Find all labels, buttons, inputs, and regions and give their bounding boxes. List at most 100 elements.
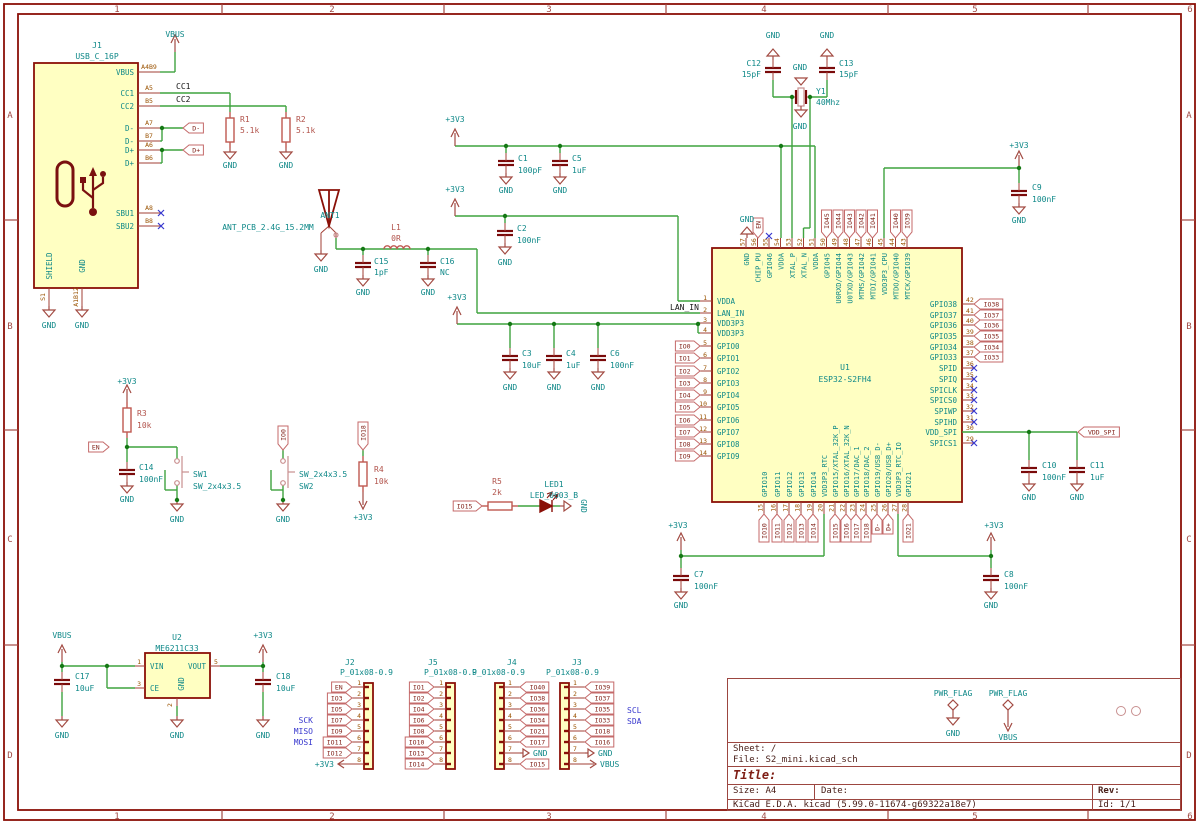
label-gpio21[interactable]: GPIO21 (905, 472, 913, 497)
label-cc2[interactable]: CC2 (120, 102, 134, 111)
component-Y1[interactable] (793, 77, 809, 118)
net-flag-IO34[interactable]: IO34 (973, 341, 1004, 353)
component-U2[interactable] (144, 652, 211, 699)
label-esp32-s2fh4[interactable]: ESP32-S2FH4 (819, 375, 872, 384)
net-flag-IO10[interactable]: IO10 (404, 736, 435, 748)
component-C2[interactable] (497, 223, 513, 243)
net-flag-IO16[interactable]: IO16 (840, 513, 852, 543)
label-gpio6[interactable]: GPIO6 (717, 416, 740, 425)
label-gpio33[interactable]: GPIO33 (930, 353, 957, 362)
net-flag-IO0[interactable]: IO0 (674, 340, 701, 352)
label-sbu2[interactable]: SBU2 (116, 222, 134, 231)
net-flag-IO43[interactable]: IO43 (844, 209, 855, 239)
label-+3v3[interactable]: +3V3 (353, 513, 372, 522)
label-+3v3[interactable]: +3V3 (447, 293, 466, 302)
label-spid[interactable]: SPID (939, 364, 958, 373)
label-gnd[interactable]: GND (170, 731, 185, 740)
net-flag-IO42[interactable]: IO42 (855, 209, 867, 239)
label-+3v3[interactable]: +3V3 (315, 760, 334, 769)
net-flag-IO15[interactable]: IO15 (452, 500, 483, 512)
pwr-flag-symbol[interactable] (1002, 699, 1014, 714)
label-gnd[interactable]: GND (547, 383, 562, 392)
label-c12[interactable]: C12 (747, 59, 762, 68)
label-vdd3p3-rtc[interactable]: VDD3P3_RTC (821, 455, 829, 497)
label-gpio3[interactable]: GPIO3 (717, 379, 740, 388)
label-gpio5[interactable]: GPIO5 (717, 403, 740, 412)
component-C13[interactable] (819, 60, 835, 80)
label-gpio10[interactable]: GPIO10 (761, 472, 769, 497)
component-R2[interactable] (281, 112, 291, 148)
component-C10[interactable] (1021, 460, 1037, 480)
label-led-0603-b[interactable]: LED_0603_B (530, 491, 578, 500)
label-j4[interactable]: J4 (507, 658, 517, 667)
label-c2[interactable]: C2 (517, 224, 527, 233)
label-gnd[interactable]: GND (1012, 216, 1027, 225)
label-vdd3p3-rtc-io[interactable]: VDD3P3_RTC_IO (895, 442, 903, 497)
label-vdda[interactable]: VDDA (778, 252, 786, 270)
net-flag-IO15[interactable]: IO15 (519, 758, 550, 770)
label-c18[interactable]: C18 (276, 672, 291, 681)
label-gnd[interactable]: GND (421, 288, 436, 297)
label-1pf[interactable]: 1pF (374, 268, 389, 277)
component-C5[interactable] (552, 153, 568, 173)
label-gpio2[interactable]: GPIO2 (717, 367, 740, 376)
label-+3v3[interactable]: +3V3 (253, 631, 272, 640)
label-gpio12[interactable]: GPIO12 (786, 472, 794, 497)
net-flag-IO4[interactable]: IO4 (674, 389, 701, 401)
label-lan-in[interactable]: LAN_IN (717, 309, 744, 318)
label-sw2[interactable]: SW2 (299, 482, 314, 491)
label-100nf[interactable]: 100nF (610, 361, 634, 370)
label-scl[interactable]: SCL (627, 706, 642, 715)
label-d-[interactable]: D- (125, 124, 134, 133)
label-sck[interactable]: SCK (299, 716, 314, 725)
component-J5[interactable] (445, 682, 456, 770)
net-flag-D-[interactable]: D- (182, 122, 204, 134)
label-100nf[interactable]: 100nF (1004, 582, 1028, 591)
label-u2[interactable]: U2 (172, 633, 182, 642)
label-gnd[interactable]: GND (1022, 493, 1037, 502)
label-gpio11[interactable]: GPIO11 (774, 472, 782, 497)
label-gnd[interactable]: GND (743, 253, 751, 266)
label-gpio7[interactable]: GPIO7 (717, 428, 740, 437)
component-C15[interactable] (355, 255, 371, 275)
net-flag-IO9[interactable]: IO9 (674, 450, 701, 462)
component-C17[interactable] (54, 672, 70, 692)
label-c13[interactable]: C13 (839, 59, 854, 68)
label-gnd[interactable]: GND (75, 321, 90, 330)
component-C9[interactable] (1011, 183, 1027, 203)
label-ant1[interactable]: ANT1 (320, 211, 339, 220)
label-2k[interactable]: 2k (492, 488, 502, 497)
net-flag-IO45[interactable]: IO45 (821, 209, 832, 239)
label-gpio14[interactable]: GPIO14 (810, 472, 818, 497)
label-p-01x08-0-9[interactable]: P_01x08-0.9 (340, 668, 393, 677)
label-c1[interactable]: C1 (518, 154, 528, 163)
net-flag-IO12[interactable]: IO12 (322, 747, 353, 759)
net-flag-IO39[interactable]: IO39 (584, 681, 615, 693)
label-vbus[interactable]: VBUS (998, 733, 1017, 742)
label-c9[interactable]: C9 (1032, 183, 1042, 192)
label-1uf[interactable]: 1uF (572, 166, 587, 175)
label-gpio37[interactable]: GPIO37 (930, 311, 957, 320)
label-gpio35[interactable]: GPIO35 (930, 332, 957, 341)
net-flag-IO35[interactable]: IO35 (973, 330, 1004, 342)
label-gpio38[interactable]: GPIO38 (930, 300, 958, 309)
label-vbus[interactable]: VBUS (116, 68, 135, 77)
component-L1[interactable] (383, 245, 411, 250)
label-gnd[interactable]: GND (120, 495, 135, 504)
label-5-1k[interactable]: 5.1k (240, 126, 259, 135)
pwr-flag-symbol[interactable] (947, 699, 959, 714)
label-sbu1[interactable]: SBU1 (116, 209, 134, 218)
label-100nf[interactable]: 100nF (517, 236, 541, 245)
label-cc1[interactable]: CC1 (176, 82, 191, 91)
label-gnd[interactable]: GND (946, 729, 961, 738)
label-gpio19-usb-d-[interactable]: GPIO19/USB_D- (874, 442, 882, 497)
net-flag-IO11[interactable]: IO11 (771, 513, 783, 543)
label-gnd[interactable]: GND (591, 383, 606, 392)
label-mosi[interactable]: MOSI (294, 738, 313, 747)
label-gnd[interactable]: GND (314, 265, 329, 274)
label-gnd[interactable]: GND (499, 186, 514, 195)
label-gnd[interactable]: GND (766, 31, 781, 40)
net-flag-IO7[interactable]: IO7 (326, 714, 353, 726)
label-10k[interactable]: 10k (137, 421, 152, 430)
label-lan-in[interactable]: LAN_IN (670, 303, 699, 312)
